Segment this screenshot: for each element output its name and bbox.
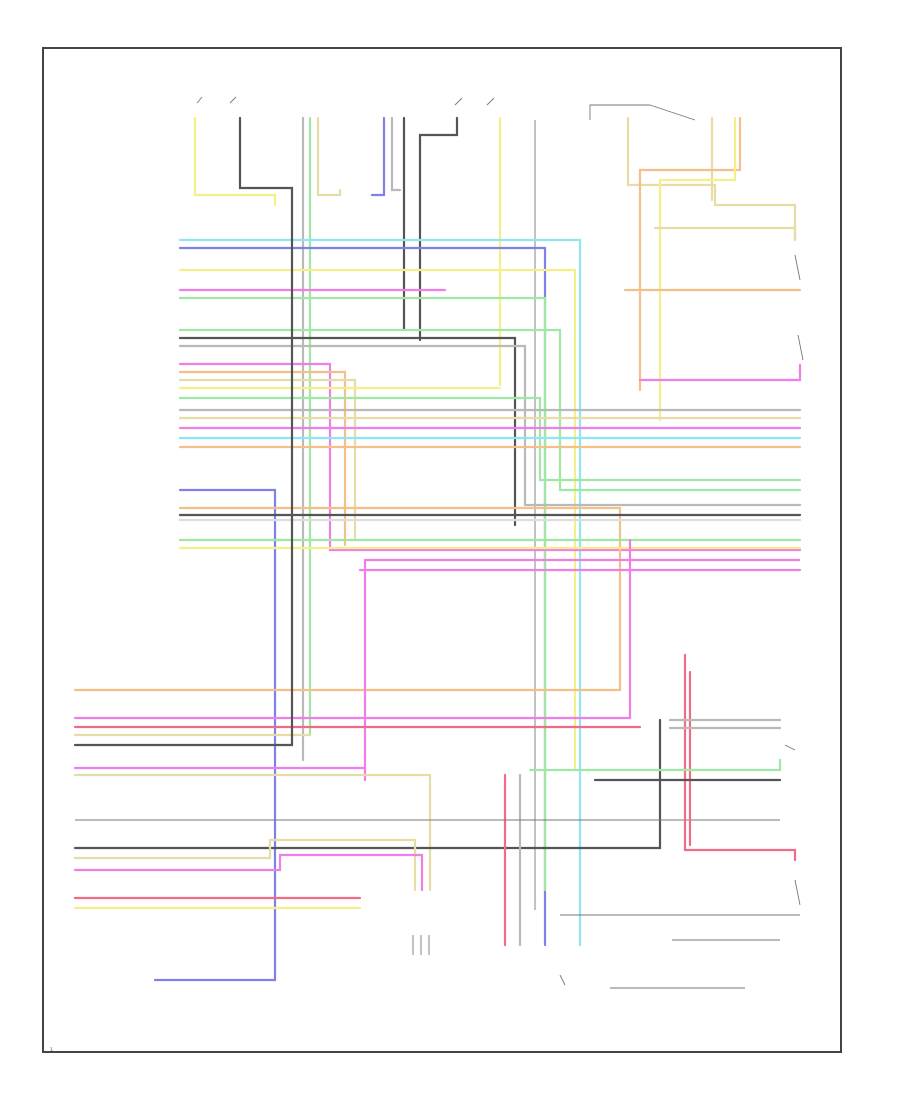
wire-green-r3 <box>528 758 782 772</box>
wire-green-5 <box>178 296 547 892</box>
wire-gray-8 <box>178 344 802 507</box>
wire-tan-top-6 <box>626 116 797 242</box>
wire-pink-l1 <box>73 538 632 720</box>
wire-pink-l9 <box>73 853 424 892</box>
wire-yellow-top-6 <box>658 116 737 422</box>
wire-red-r1 <box>683 653 797 862</box>
lower-right-module <box>528 653 801 989</box>
wire-tan-top-2 <box>316 116 342 197</box>
wire-orange-top-6 <box>638 116 742 392</box>
diagram-border <box>42 47 842 1053</box>
wire-tan-switch-1 <box>653 226 797 242</box>
wire-black-top-1 <box>238 116 294 202</box>
wire-black-l4 <box>73 198 294 747</box>
wire-pink-9 <box>178 362 802 552</box>
wire-black-7 <box>178 336 517 527</box>
wire-black-l7 <box>73 718 662 850</box>
wire-tan-l6 <box>73 773 432 892</box>
wire-orange-20 <box>73 506 622 692</box>
right-switches <box>623 226 804 382</box>
page-number: 1 <box>50 1047 53 1053</box>
bottom-connectors <box>412 935 566 986</box>
lower-harness <box>73 198 780 947</box>
wire-cyan-1 <box>178 238 582 947</box>
wire-yellow-top-1 <box>193 116 277 207</box>
wire-yellow-3 <box>178 268 577 772</box>
wire-tan-l8 <box>73 838 417 892</box>
top-components <box>193 96 797 910</box>
wire-pink-switch-2 <box>638 363 802 382</box>
wire-gray-top-3 <box>390 116 402 192</box>
wire-pink-25 <box>363 558 800 782</box>
wire-orange-10 <box>178 370 347 547</box>
wire-black-top-4 <box>418 116 459 342</box>
wire-blue-top-3 <box>370 116 386 197</box>
wire-tan-11 <box>178 378 357 542</box>
harness-wires <box>73 238 802 982</box>
